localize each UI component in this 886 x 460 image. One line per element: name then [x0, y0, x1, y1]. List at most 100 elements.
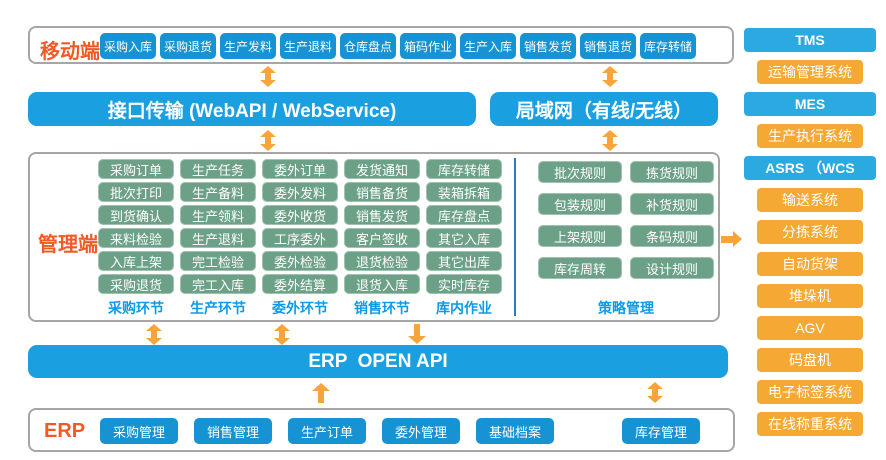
column-sales: 发货通知销售备货销售发货客户签收退货检验退货入库: [344, 159, 420, 294]
sidebar-system-item: TMS: [744, 28, 876, 52]
module-button: 退货入库: [344, 274, 420, 294]
double-arrow-icon: [602, 66, 618, 87]
module-button: 批次打印: [98, 182, 174, 202]
strategy-column-left: 批次规则包装规则上架规则库存周转: [538, 161, 622, 279]
rule-button: 条码规则: [630, 225, 714, 247]
mobile-module-button: 仓库盘点: [340, 33, 396, 59]
erp-module-button: 销售管理: [194, 418, 272, 444]
sidebar-system-item: MES: [744, 92, 876, 116]
module-button: 来料检验: [98, 228, 174, 248]
module-button: 入库上架: [98, 251, 174, 271]
sidebar-system-item: 在线称重系统: [757, 412, 863, 436]
strategy-header: 策略管理: [598, 300, 654, 316]
erp-panel: ERP 采购管理销售管理生产订单委外管理基础档案 库存管理: [28, 408, 735, 452]
erp-module-button: 基础档案: [476, 418, 554, 444]
sidebar-system-item: 生产执行系统: [757, 124, 863, 148]
right-arrow-icon: [721, 231, 742, 248]
mobile-button-list: 采购入库采购退货生产发料生产退料仓库盘点箱码作业生产入库销售发货销售退货库存转储: [100, 33, 696, 59]
erp-section-label: ERP: [44, 420, 86, 442]
down-arrow-icon: [408, 324, 426, 344]
module-button: 发货通知: [344, 159, 420, 179]
module-button: 库存转储: [426, 159, 502, 179]
module-button: 其它出库: [426, 251, 502, 271]
column-outsourcing: 委外订单委外发料委外收货工序委外委外检验委外结算: [262, 159, 338, 294]
erp-module-button: 库存管理: [622, 418, 700, 444]
panel-divider: [514, 158, 516, 316]
rule-button: 库存周转: [538, 257, 622, 279]
double-arrow-icon: [260, 130, 276, 151]
module-button: 生产领料: [180, 205, 256, 225]
module-button: 其它入库: [426, 228, 502, 248]
management-panel: 管理端 采购订单批次打印到货确认来料检验入库上架采购退货 生产任务生产备料生产领…: [28, 152, 720, 322]
sidebar-system-item: 堆垛机: [757, 284, 863, 308]
module-button: 完工入库: [180, 274, 256, 294]
module-button: 销售发货: [344, 205, 420, 225]
management-section-label: 管理端: [38, 234, 98, 256]
sidebar-system-item: 输送系统: [757, 188, 863, 212]
rule-button: 批次规则: [538, 161, 622, 183]
module-button: 生产任务: [180, 159, 256, 179]
column-header-sales: 销售环节: [354, 300, 410, 316]
lan-bar: 局域网（有线/无线）: [490, 92, 718, 126]
double-arrow-icon: [602, 130, 618, 151]
column-header-purchase: 采购环节: [108, 300, 164, 316]
mobile-module-button: 采购入库: [100, 33, 156, 59]
module-button: 客户签收: [344, 228, 420, 248]
module-button: 实时库存: [426, 274, 502, 294]
sidebar-system-item: 分拣系统: [757, 220, 863, 244]
up-arrow-icon: [312, 383, 330, 403]
module-button: 工序委外: [262, 228, 338, 248]
mobile-panel: 移动端 采购入库采购退货生产发料生产退料仓库盘点箱码作业生产入库销售发货销售退货…: [28, 26, 734, 64]
sidebar-system-item: ASRS （WCS: [744, 156, 876, 180]
rule-button: 上架规则: [538, 225, 622, 247]
module-button: 库存盘点: [426, 205, 502, 225]
rule-button: 补货规则: [630, 193, 714, 215]
module-button: 采购退货: [98, 274, 174, 294]
sidebar-system-item: AGV: [757, 316, 863, 340]
module-button: 委外收货: [262, 205, 338, 225]
rule-button: 拣货规则: [630, 161, 714, 183]
rule-button: 包装规则: [538, 193, 622, 215]
module-button: 完工检验: [180, 251, 256, 271]
double-arrow-icon: [260, 66, 276, 87]
column-production: 生产任务生产备料生产领料生产退料完工检验完工入库: [180, 159, 256, 294]
module-button: 委外结算: [262, 274, 338, 294]
mobile-module-button: 采购退货: [160, 33, 216, 59]
column-warehouse: 库存转储装箱拆箱库存盘点其它入库其它出库实时库存: [426, 159, 502, 294]
erp-open-api-bar: ERP OPEN API: [28, 345, 728, 378]
column-header-warehouse: 库内作业: [436, 300, 492, 316]
module-button: 采购订单: [98, 159, 174, 179]
module-button: 到货确认: [98, 205, 174, 225]
rule-button: 设计规则: [630, 257, 714, 279]
module-button: 委外订单: [262, 159, 338, 179]
module-button: 装箱拆箱: [426, 182, 502, 202]
mobile-module-button: 库存转储: [640, 33, 696, 59]
module-button: 退货检验: [344, 251, 420, 271]
column-header-production: 生产环节: [190, 300, 246, 316]
erp-module-button: 采购管理: [100, 418, 178, 444]
module-button: 委外发料: [262, 182, 338, 202]
mobile-module-button: 箱码作业: [400, 33, 456, 59]
mobile-module-button: 销售发货: [520, 33, 576, 59]
double-arrow-icon: [647, 382, 663, 403]
column-header-outsourcing: 委外环节: [272, 300, 328, 316]
column-purchase: 采购订单批次打印到货确认来料检验入库上架采购退货: [98, 159, 174, 294]
erp-module-button: 生产订单: [288, 418, 366, 444]
mobile-module-button: 生产发料: [220, 33, 276, 59]
strategy-column-right: 拣货规则补货规则条码规则设计规则: [630, 161, 714, 279]
module-button: 生产备料: [180, 182, 256, 202]
mobile-section-label: 移动端: [40, 41, 100, 63]
module-button: 委外检验: [262, 251, 338, 271]
erp-module-button: 委外管理: [382, 418, 460, 444]
module-button: 销售备货: [344, 182, 420, 202]
module-button: 生产退料: [180, 228, 256, 248]
sidebar-system-item: 码盘机: [757, 348, 863, 372]
mobile-module-button: 生产退料: [280, 33, 336, 59]
sidebar-system-item: 运输管理系统: [757, 60, 863, 84]
mobile-module-button: 生产入库: [460, 33, 516, 59]
sidebar-system-item: 电子标签系统: [757, 380, 863, 404]
mobile-module-button: 销售退货: [580, 33, 636, 59]
double-arrow-icon: [146, 324, 162, 345]
sidebar-system-item: 自动货架: [757, 252, 863, 276]
interface-transport-bar: 接口传输 (WebAPI / WebService): [28, 92, 476, 126]
